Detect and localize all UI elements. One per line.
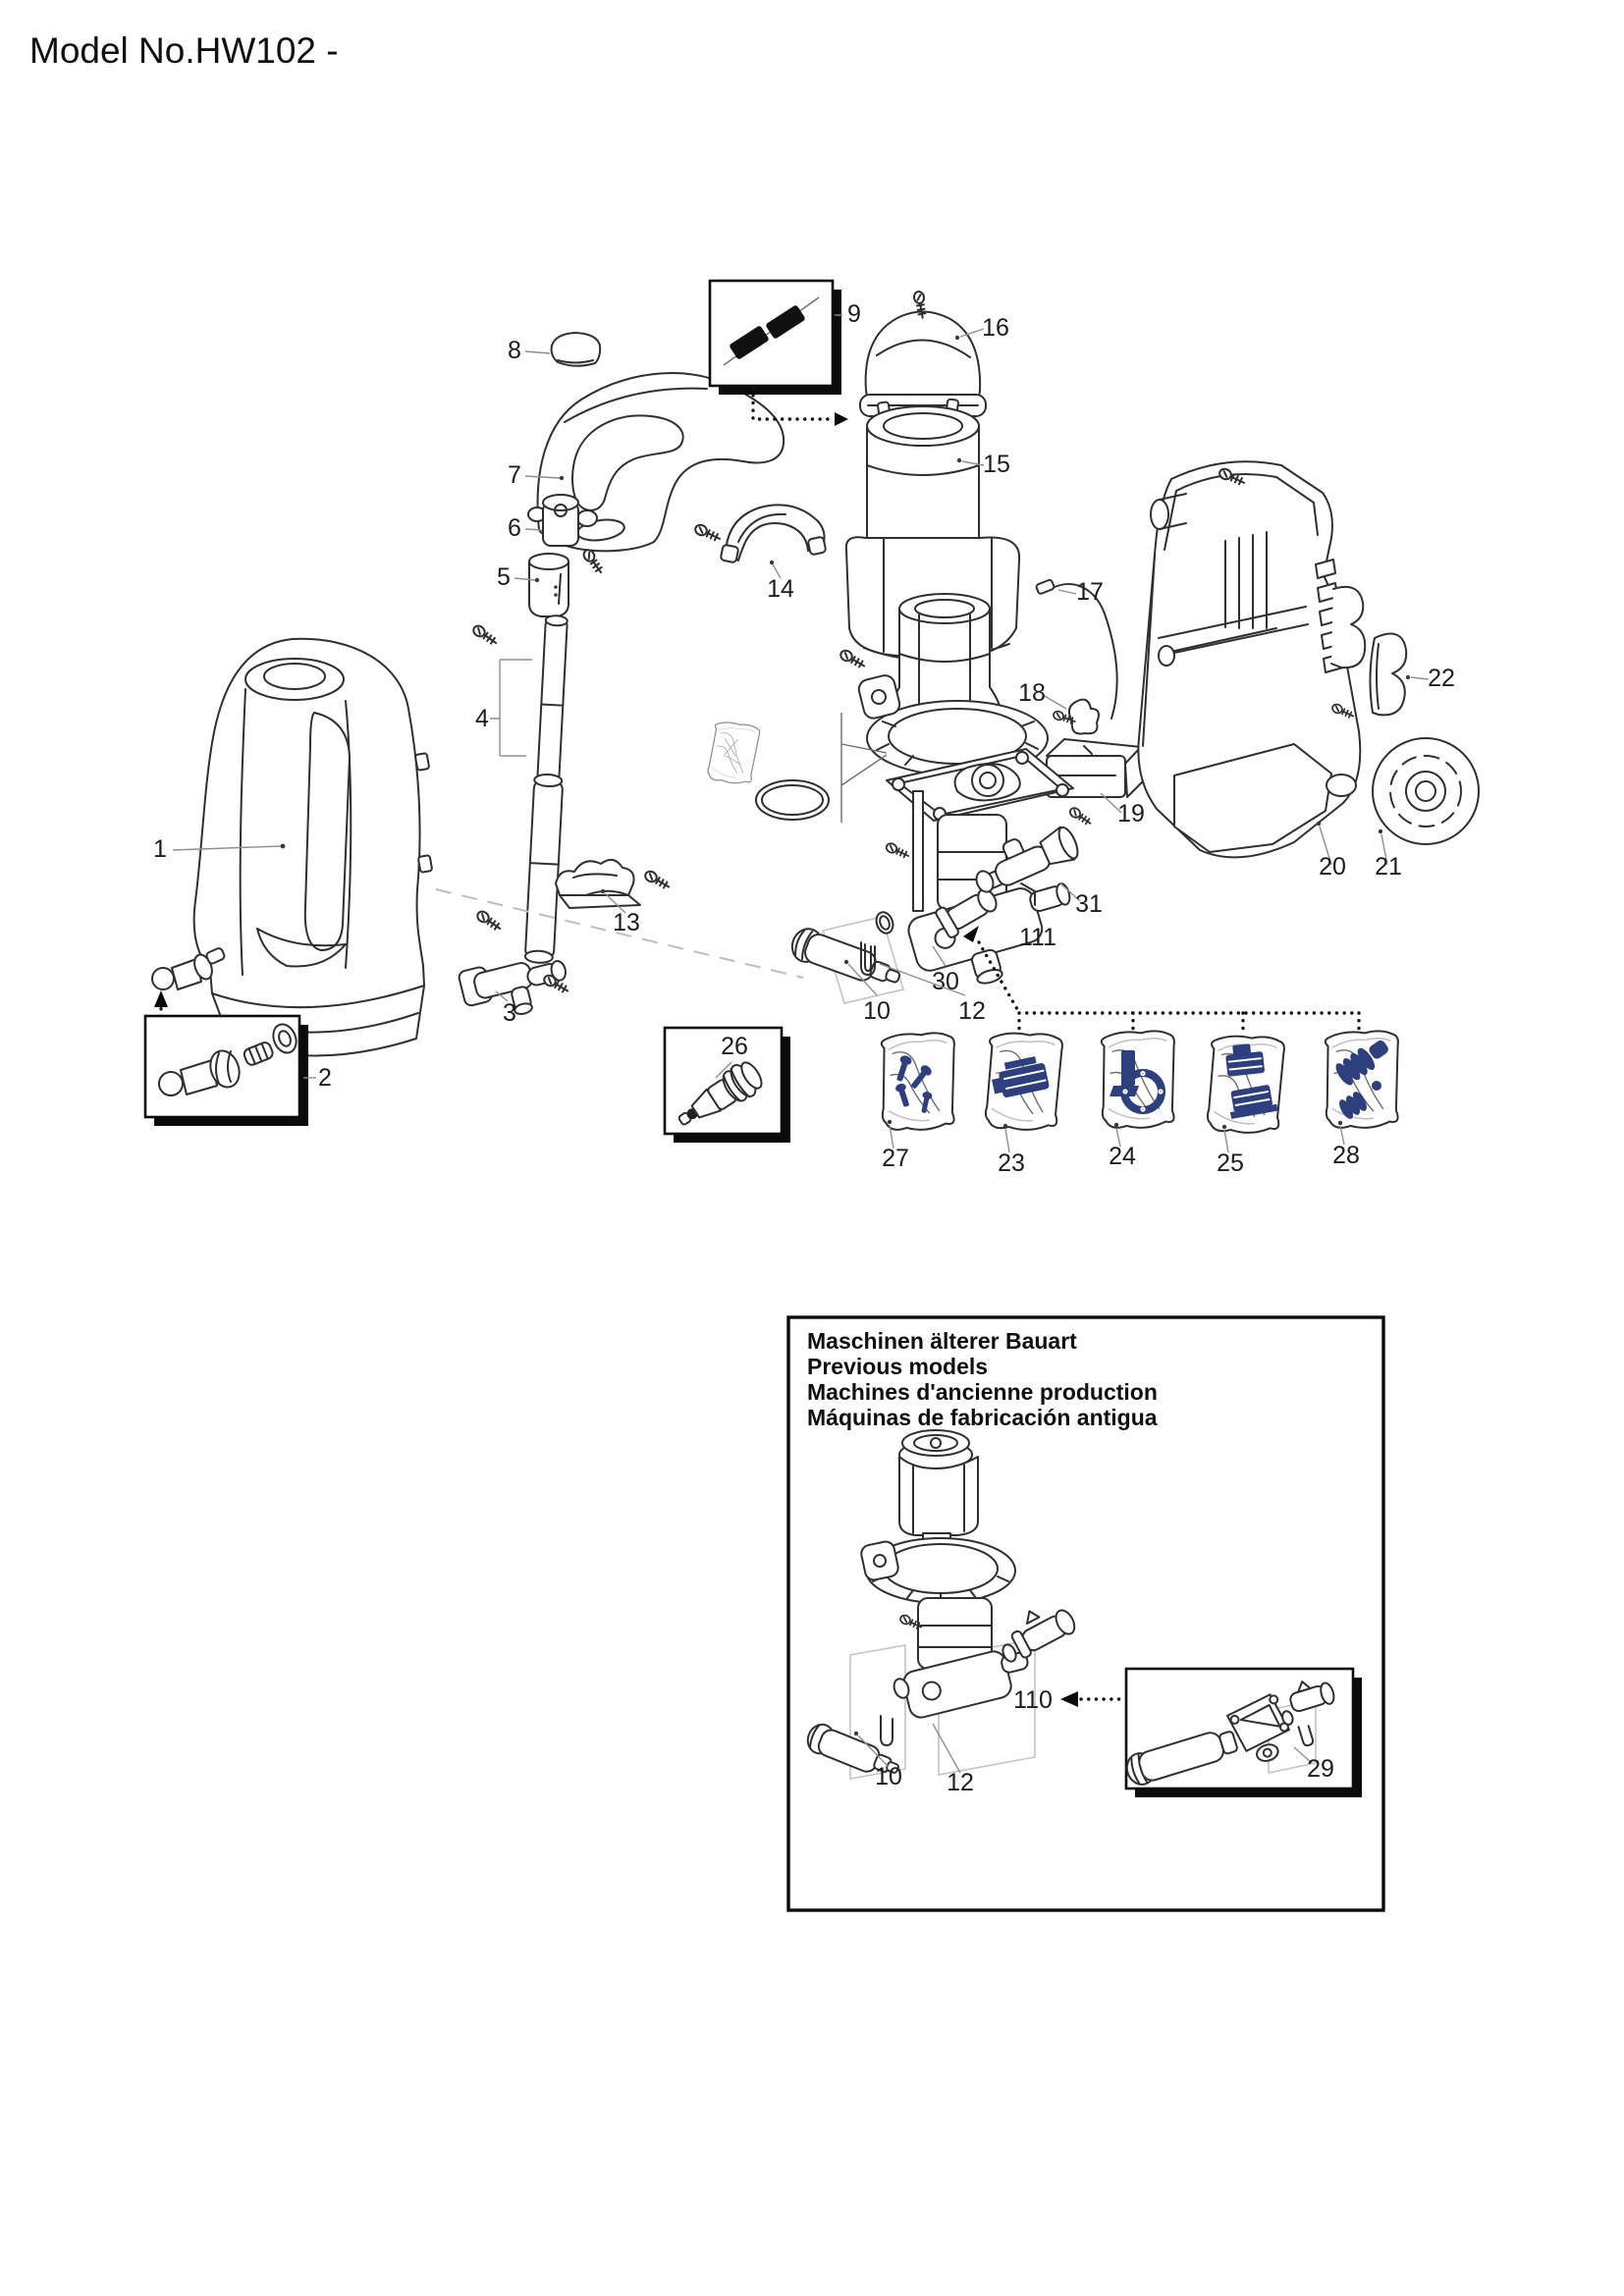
- previous-models-line-es: Máquinas de fabricación antigua: [807, 1405, 1158, 1430]
- part-label-2: 2: [318, 1064, 332, 1092]
- previous-models-line-en: Previous models: [807, 1354, 988, 1379]
- part-label-31: 31: [1075, 890, 1103, 918]
- part-8-cap: [550, 332, 602, 367]
- part-2-hose-connector: [158, 1023, 298, 1096]
- part-6-collar: [527, 494, 607, 577]
- previous-models-line-de: Maschinen älterer Bauart: [807, 1328, 1077, 1354]
- motor-fan-assembly: [838, 593, 1049, 776]
- part-label-12: 12: [958, 997, 986, 1025]
- arrow-up-left-icon: [963, 926, 979, 942]
- part-label-6: 6: [508, 514, 521, 542]
- part-label-9: 9: [847, 300, 861, 328]
- part-label-12-old: 12: [947, 1769, 974, 1796]
- bag-27: 27: [878, 1031, 958, 1172]
- assembly-dashed-line: [435, 888, 804, 979]
- part-7-handle: [536, 372, 785, 553]
- part-16-cover: [859, 290, 987, 417]
- part-21-wheel: [1372, 737, 1480, 845]
- part-label-14: 14: [767, 575, 794, 603]
- part-label-16: 16: [982, 314, 1009, 342]
- part-label-111: 111: [1019, 924, 1056, 951]
- part-label-110: 110: [1013, 1686, 1053, 1714]
- bag-24: 24: [1098, 1029, 1178, 1170]
- part-label-7: 7: [508, 461, 521, 489]
- tank-outlet-connector: [151, 947, 226, 990]
- previous-models-line-fr: Machines d'ancienne production: [807, 1379, 1158, 1405]
- part-18-clip: [1051, 698, 1100, 735]
- part-label-1: 1: [153, 835, 167, 863]
- bag-27-screws: [895, 1055, 933, 1113]
- part-13-bracket: [555, 858, 673, 909]
- part-label-18: 18: [1018, 679, 1046, 707]
- page-title: Model No.HW102 -: [29, 30, 339, 71]
- part-3-swivel-joint: [458, 960, 567, 1015]
- part-label-13: 13: [613, 909, 640, 936]
- part-14-clamp: [692, 504, 827, 563]
- part-2-inset-box: [143, 1014, 308, 1126]
- bag-28-hose-parts: [1335, 1040, 1388, 1119]
- part-22-hook: [1369, 632, 1408, 717]
- part-label-3: 3: [503, 999, 516, 1027]
- arrow-left-icon: [1060, 1691, 1078, 1707]
- old-model-pump-assembly: [806, 1429, 1076, 1780]
- part-label-23: 23: [998, 1149, 1025, 1177]
- part-label-28: 28: [1332, 1142, 1360, 1169]
- part-label-17: 17: [1076, 578, 1104, 606]
- part-label-29: 29: [1307, 1755, 1334, 1783]
- arrow-up-icon: [154, 990, 168, 1007]
- bag-24-ring-kit: [1110, 1050, 1165, 1114]
- part-label-19: 19: [1117, 800, 1145, 828]
- part-label-10-old: 10: [875, 1763, 902, 1790]
- part-label-5: 5: [497, 563, 511, 591]
- part-20-rear-housing: [1137, 460, 1367, 859]
- part-29-inset-box: 29: [1124, 1667, 1362, 1797]
- bag-28: 28: [1322, 1029, 1402, 1169]
- bags-dotted-connector: [1017, 1011, 1361, 1032]
- part-label-10: 10: [863, 997, 891, 1025]
- part-26-inset-box: [663, 1026, 790, 1143]
- arrow-right-icon: [835, 412, 848, 426]
- part-label-26: 26: [721, 1033, 748, 1060]
- part-5-cup: [528, 553, 569, 617]
- part-label-15: 15: [983, 451, 1010, 478]
- bag-25: 25: [1206, 1034, 1286, 1177]
- bag-23: 23: [984, 1031, 1064, 1177]
- part-12-u-clip: [860, 911, 894, 976]
- part-1-tank: [192, 637, 433, 1057]
- part-label-20: 20: [1319, 853, 1346, 881]
- part-9-inset-box: [708, 279, 841, 395]
- part-label-4: 4: [475, 705, 489, 732]
- part-4-telescopic-tube: [523, 614, 568, 964]
- part-29-pump-kit: [1125, 1681, 1335, 1786]
- part-label-25: 25: [1217, 1149, 1244, 1177]
- part-9-capacitors: [723, 296, 820, 366]
- part-label-22: 22: [1428, 665, 1455, 692]
- bag-25-switch-parts: [1225, 1043, 1278, 1119]
- part-label-21: 21: [1375, 853, 1402, 881]
- previous-models-box: Maschinen älterer Bauart Previous models…: [786, 1315, 1385, 1912]
- part-label-8: 8: [508, 337, 521, 364]
- bag-23-pump-head: [992, 1056, 1050, 1097]
- gasket-and-bag-group: [706, 713, 888, 823]
- part-26-nozzle: [677, 1061, 763, 1126]
- part-label-27: 27: [882, 1145, 909, 1172]
- part-17-cable: [1035, 578, 1118, 720]
- part-label-24: 24: [1109, 1143, 1136, 1170]
